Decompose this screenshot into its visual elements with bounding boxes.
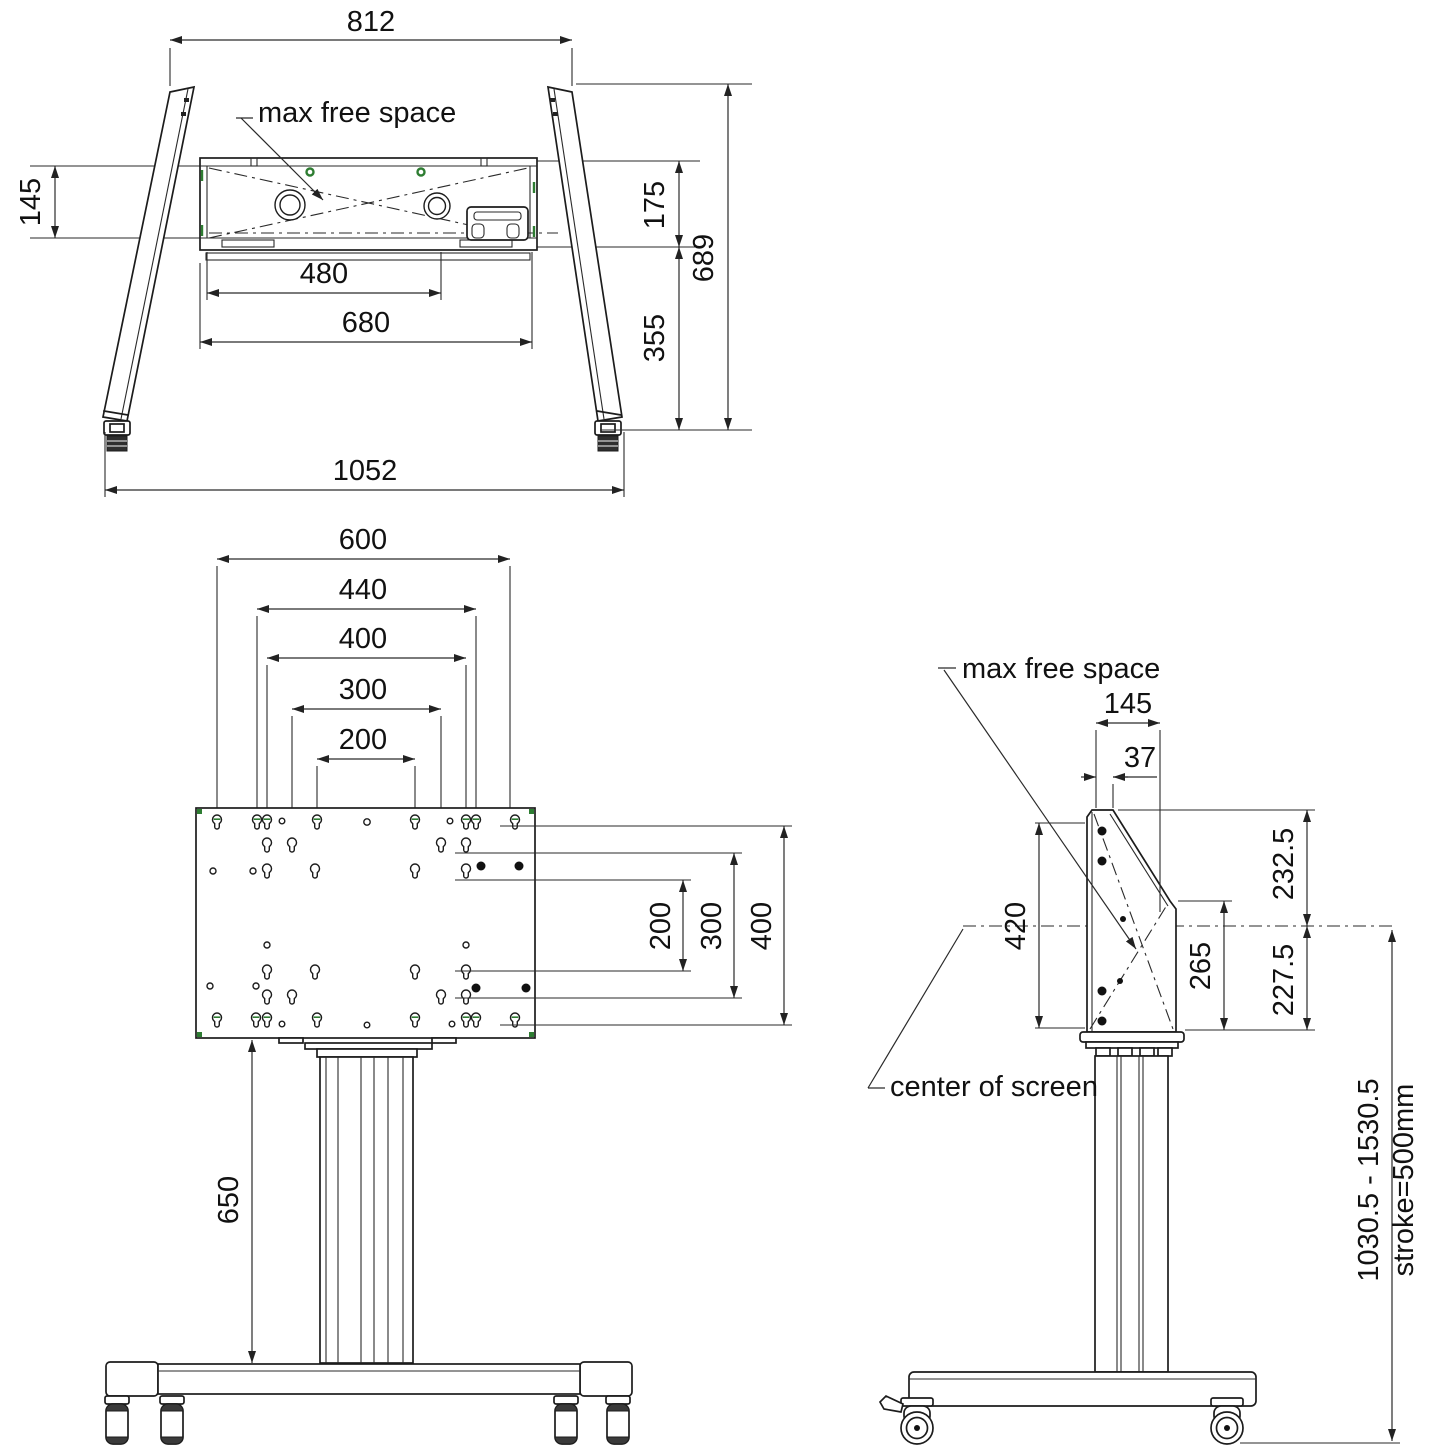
dim-227-5: 227.5 [1268,944,1300,1017]
dim-37: 37 [1124,742,1156,774]
top-view-left-caster [103,420,131,452]
side-column [1085,1041,1179,1373]
center-of-screen-callout: center of screen [867,928,1098,1103]
dim-600: 600 [339,524,387,556]
front-caster-3 [553,1395,579,1445]
dim-355: 355 [639,314,671,362]
side-view-dimensions: 145 37 232.5 227.5 265 420 1030.5 - 1530… [1000,688,1420,1444]
dim-v200: 200 [645,902,677,950]
front-view: 600 440 400 300 200 [104,524,792,1445]
dim-440: 440 [339,574,387,606]
drive-unit [466,206,529,241]
dim-175: 175 [639,181,671,229]
dim-v400: 400 [746,902,778,950]
side-free-space-label: max free space [962,653,1160,685]
dim-689: 689 [688,234,720,282]
dim-stroke: stroke=500mm [1388,1084,1420,1277]
dim-200: 200 [339,724,387,756]
front-column [278,1037,457,1364]
side-caster-left [900,1397,934,1445]
cable-tray [199,157,558,261]
top-view: max free space 812 145 175 355 689 480 [15,6,752,497]
dim-145-side: 145 [1104,688,1152,720]
front-caster-1 [104,1395,130,1445]
dim-265: 265 [1185,942,1217,990]
front-caster-4 [605,1395,631,1445]
top-free-space-callout: max free space [236,97,456,201]
vesa-mounting-plate [195,807,536,1039]
dim-v300: 300 [696,902,728,950]
top-view-right-caster [594,420,622,452]
top-view-dimensions: 812 145 175 355 689 480 680 1052 [15,6,752,497]
dim-480: 480 [300,258,348,290]
center-of-screen-label: center of screen [890,1071,1098,1103]
green-marker-dot [416,167,426,177]
side-view: max free space center of screen 145 37 2… [867,653,1420,1445]
side-base [878,1371,1257,1445]
top-free-space-label: max free space [258,97,456,129]
dim-812: 812 [347,6,395,38]
front-vesa-height-dimensions: 200 300 400 [455,825,792,1026]
top-view-right-leg [546,85,623,422]
side-bracket [1079,809,1185,1043]
dim-680: 680 [342,307,390,339]
dim-232-5: 232.5 [1268,828,1300,901]
side-caster-right [1210,1397,1244,1445]
dim-400: 400 [339,623,387,655]
green-marker-dot [305,167,315,177]
top-view-left-leg [101,85,196,422]
dim-650: 650 [213,1176,245,1224]
dim-height-range: 1030.5 - 1530.5 [1353,1078,1385,1281]
dim-1052: 1052 [333,455,398,487]
front-base [104,1361,633,1445]
caster-brake-lever [878,1394,904,1413]
dim-300: 300 [339,674,387,706]
dim-420: 420 [1000,902,1032,950]
front-caster-2 [159,1395,185,1445]
side-free-space-callout: max free space [938,653,1160,950]
dim-145-top: 145 [15,178,47,226]
